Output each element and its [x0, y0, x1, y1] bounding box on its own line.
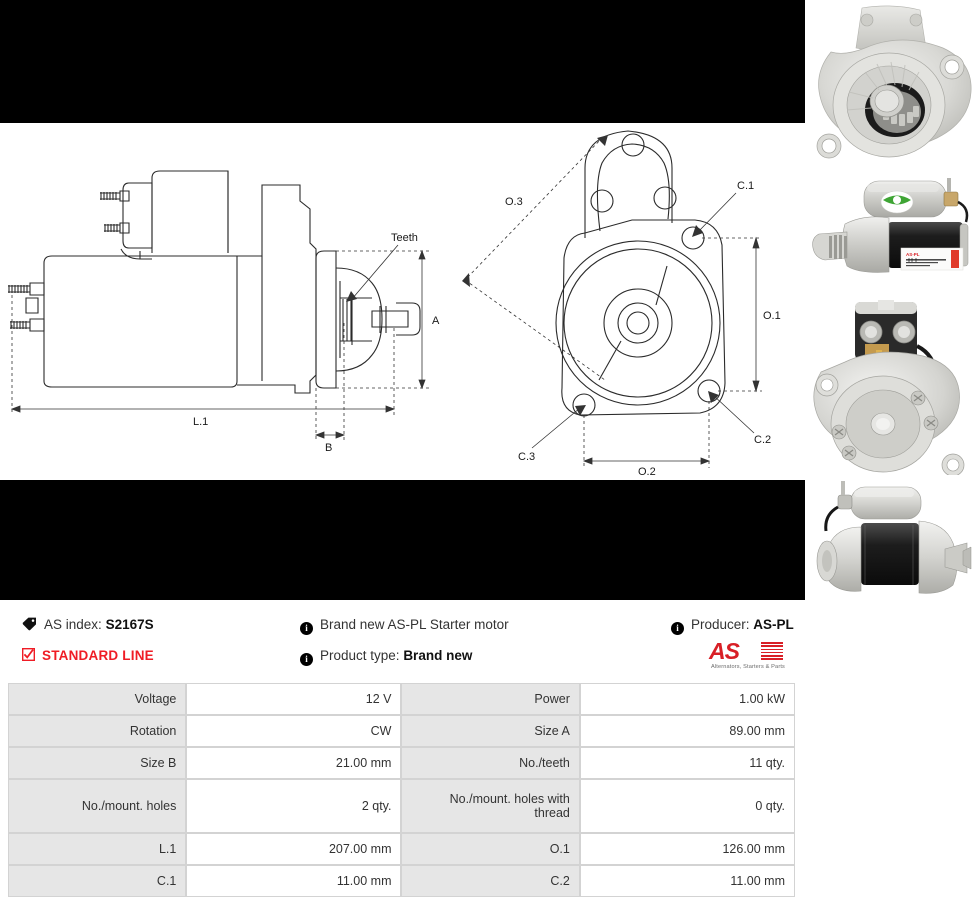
- as-pl-logo[interactable]: AS Alternators, Starters & Parts: [709, 640, 804, 674]
- as-pl-logo-stripes: [761, 642, 783, 661]
- spec-value: 207.00 mm: [186, 833, 402, 865]
- spec-value: 12 V: [186, 683, 402, 715]
- spec-value: 89.00 mm: [579, 715, 795, 747]
- spec-value: CW: [186, 715, 402, 747]
- starter-front-view-drawing: O.3 O.1 O.2: [462, 130, 781, 478]
- starter-side-view-drawing: A L.1 B: [8, 170, 440, 454]
- dim-label-c2: C.2: [754, 434, 771, 446]
- spec-key: C.2: [401, 865, 580, 897]
- middle-black-band: [0, 480, 805, 600]
- dim-label-b: B: [325, 442, 332, 454]
- checkbox-checked-icon: [21, 647, 36, 662]
- spec-value: 1.00 kW: [579, 683, 795, 715]
- product-type-label: Product type:: [320, 648, 400, 663]
- as-index-value: S2167S: [105, 617, 154, 632]
- spec-key: O.1: [401, 833, 580, 865]
- dim-label-o3: O.3: [505, 196, 523, 208]
- info-icon: i: [671, 622, 684, 635]
- dim-label-a: A: [432, 315, 440, 327]
- dim-label-l1: L.1: [193, 416, 208, 428]
- spec-key: Size A: [401, 715, 580, 747]
- product-photo-strip: AS-PL: [805, 0, 976, 600]
- spec-key: Voltage: [8, 683, 187, 715]
- spec-key: No./mount. holes with thread: [401, 779, 580, 833]
- spec-key: Size B: [8, 747, 187, 779]
- spec-key: Power: [401, 683, 580, 715]
- as-pl-logo-mark: AS: [709, 638, 740, 664]
- dim-label-teeth: Teeth: [391, 232, 418, 244]
- spec-value: 2 qty.: [186, 779, 402, 833]
- product-type-value: Brand new: [403, 648, 473, 663]
- as-index-row: AS index: S2167S: [22, 617, 154, 633]
- dim-label-c3: C.3: [518, 451, 535, 463]
- dim-label-o1: O.1: [763, 310, 781, 322]
- spec-value: 11.00 mm: [579, 865, 795, 897]
- product-description-row: i Brand new AS-PL Starter motor: [300, 617, 509, 635]
- dim-label-o2: O.2: [638, 466, 656, 478]
- product-type-row: i Product type: Brand new: [300, 648, 472, 666]
- spec-key: C.1: [8, 865, 187, 897]
- product-photo-1[interactable]: [805, 0, 976, 172]
- top-black-band: [0, 0, 805, 123]
- as-index-label: AS index:: [44, 617, 102, 632]
- spec-value: 11.00 mm: [186, 865, 402, 897]
- standard-line-label: STANDARD LINE: [42, 648, 154, 663]
- spec-value: 11 qty.: [579, 747, 795, 779]
- dim-label-c1: C.1: [737, 180, 754, 192]
- producer-label: Producer:: [691, 617, 750, 632]
- spec-value: 21.00 mm: [186, 747, 402, 779]
- spec-value: 0 qty.: [579, 779, 795, 833]
- product-photo-2[interactable]: AS-PL: [805, 172, 976, 300]
- spec-value: 126.00 mm: [579, 833, 795, 865]
- spec-key: L.1: [8, 833, 187, 865]
- spec-key: Rotation: [8, 715, 187, 747]
- svg-text:AS-PL: AS-PL: [906, 252, 920, 257]
- spec-key: No./mount. holes: [8, 779, 187, 833]
- product-photo-3[interactable]: [805, 300, 976, 475]
- standard-line-badge: STANDARD LINE: [21, 647, 154, 664]
- producer-row: i Producer: AS-PL: [671, 617, 794, 635]
- spec-key: No./teeth: [401, 747, 580, 779]
- info-icon: i: [300, 622, 313, 635]
- producer-value: AS-PL: [753, 617, 794, 632]
- technical-drawings: A L.1 B: [0, 123, 805, 480]
- product-description: Brand new AS-PL Starter motor: [320, 617, 509, 632]
- as-pl-logo-tagline: Alternators, Starters & Parts: [711, 664, 785, 670]
- tag-icon: [22, 617, 37, 631]
- product-photo-4[interactable]: [805, 475, 976, 600]
- info-icon: i: [300, 653, 313, 666]
